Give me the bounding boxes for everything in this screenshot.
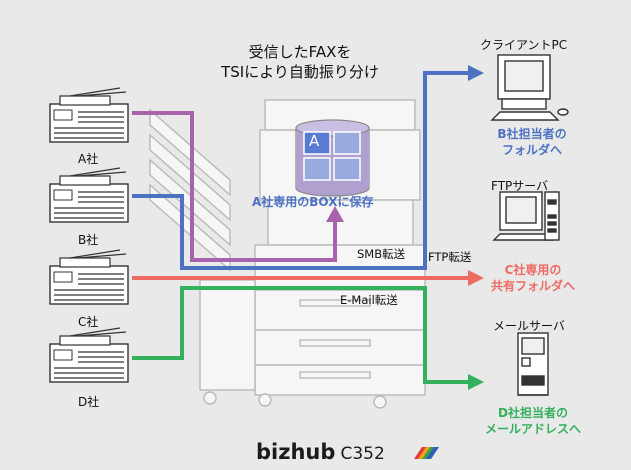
fax-machine-d — [49, 327, 129, 383]
client-pc-title: クライアントPC — [480, 38, 568, 52]
box-letter: A — [309, 132, 320, 150]
blue-arrowhead — [468, 65, 484, 81]
box-cylinder-icon — [295, 119, 370, 197]
green-arrowhead — [468, 374, 484, 390]
mail-server-icon — [517, 332, 549, 396]
model-name: C352 — [340, 444, 385, 464]
purple-route — [132, 111, 337, 262]
mail-server-caption-line-1: D社担当者の — [498, 406, 568, 420]
fax-label-b: B社 — [78, 233, 99, 247]
product-logo: bizhub C352 — [256, 440, 385, 464]
mail-server-caption-line-2: メールアドレスへ — [484, 422, 581, 436]
client-pc-icon — [490, 54, 569, 121]
fax-label-c: C社 — [78, 315, 99, 329]
mail-server-caption: D社担当者の メールアドレスへ — [470, 405, 596, 437]
client-pc-caption: B社担当者の フォルダへ — [484, 126, 580, 158]
blue-route — [132, 71, 470, 270]
ftp-server-caption-line-2: 共有フォルダへ — [490, 279, 575, 293]
purple-arrowhead — [326, 206, 344, 222]
mail-server-title: メールサーバ — [493, 319, 565, 333]
brand-name: bizhub — [256, 440, 336, 464]
fax-machine-b — [49, 167, 129, 223]
client-pc-caption-line-2: フォルダへ — [501, 143, 562, 157]
fax-label-a: A社 — [78, 152, 99, 166]
ftp-server-icon — [492, 191, 560, 241]
ftp-server-title: FTPサーバ — [491, 179, 549, 193]
fax-label-d: D社 — [78, 395, 100, 409]
green-route — [132, 286, 470, 384]
ftp-server-caption: C社専用の 共有フォルダへ — [478, 262, 588, 294]
fax-machine-c — [49, 249, 129, 305]
red-arrowhead — [468, 270, 484, 286]
title-line-1: 受信したFAXを — [248, 43, 352, 61]
ftp-transfer-label: FTP転送 — [428, 250, 472, 264]
mfp-machine — [149, 99, 426, 409]
bizhub-logo-stripes-icon — [414, 447, 439, 459]
ftp-server-caption-line-1: C社専用の — [504, 263, 562, 277]
email-transfer-label: E-Mail転送 — [340, 293, 398, 307]
smb-transfer-label: SMB転送 — [357, 247, 406, 261]
diagram-title: 受信したFAXを TSIにより自動振り分け — [200, 42, 400, 82]
title-line-2: TSIにより自動振り分け — [221, 63, 379, 81]
fax-machine-a — [49, 87, 129, 143]
client-pc-caption-line-1: B社担当者の — [497, 127, 567, 141]
box-caption: A社専用のBOXに保存 — [252, 195, 374, 209]
